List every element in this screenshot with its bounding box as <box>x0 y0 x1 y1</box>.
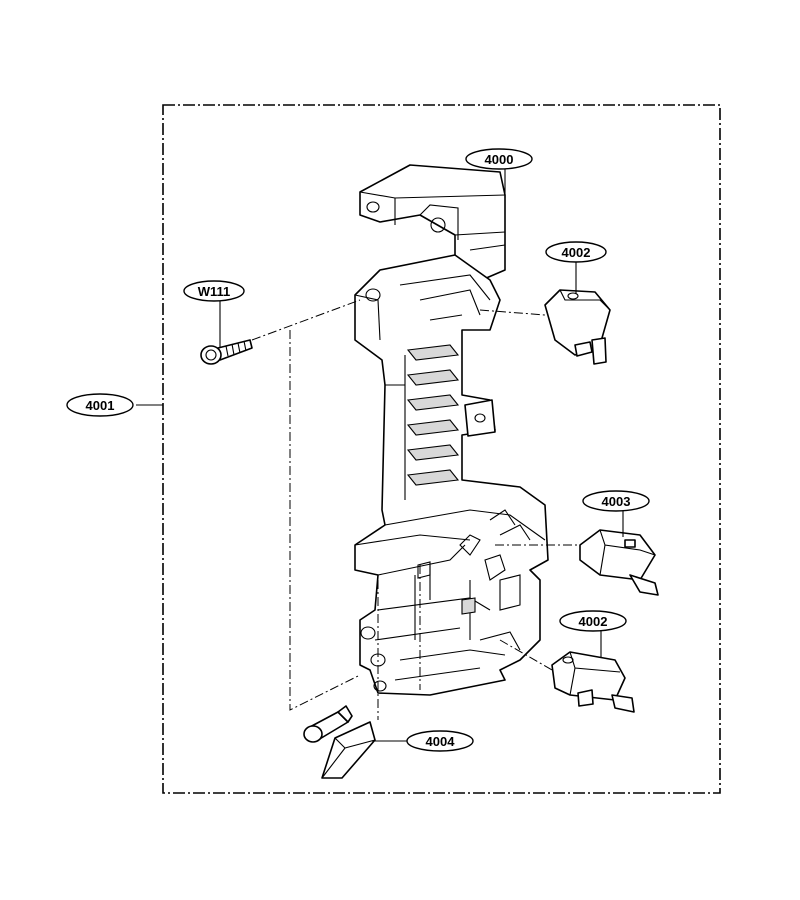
screw-w111 <box>200 339 253 365</box>
callout-4004-label: 4004 <box>426 734 456 749</box>
callout-4000: 4000 <box>465 148 533 170</box>
callout-4001-label: 4001 <box>86 398 115 413</box>
switch-middle <box>579 529 659 596</box>
callout-4000-label: 4000 <box>485 152 514 167</box>
callout-4004: 4004 <box>406 730 474 752</box>
assembly-guide-lines <box>251 299 580 720</box>
callout-4002-lower: 4002 <box>559 610 627 632</box>
callout-4003-label: 4003 <box>602 494 631 509</box>
main-bracket <box>354 164 549 696</box>
callout-4002-lower-label: 4002 <box>579 614 608 629</box>
leader-lines <box>136 169 624 742</box>
lever-4004 <box>303 705 376 779</box>
assembly-frame <box>162 104 721 794</box>
callout-4002-upper: 4002 <box>545 241 607 263</box>
callout-4002-upper-label: 4002 <box>562 245 591 260</box>
callout-4003: 4003 <box>582 490 650 512</box>
switch-upper <box>544 289 611 365</box>
callout-4001: 4001 <box>66 393 134 417</box>
callout-w111: W111 <box>183 280 245 302</box>
switch-lower <box>551 651 635 713</box>
callout-w111-label: W111 <box>198 284 231 299</box>
